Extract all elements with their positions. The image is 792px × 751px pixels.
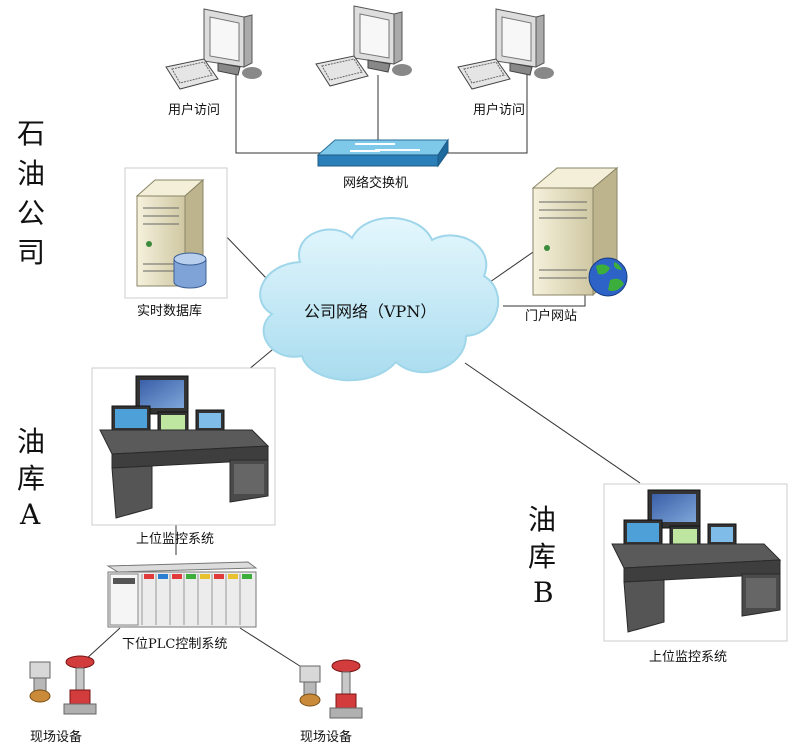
link-db-cloud [221, 231, 269, 281]
user-access-label-2: 用户访问 [473, 102, 525, 118]
database-cylinder-icon [173, 252, 207, 289]
switch-label: 网络交换机 [343, 175, 408, 191]
region-char: 石 [17, 117, 45, 150]
desktop-computer-icon [165, 8, 262, 90]
region-char: 库 [17, 462, 45, 495]
network-switch-icon [316, 138, 449, 168]
region-char: 公 [17, 197, 45, 230]
desktop-computer-icon [457, 8, 554, 90]
realtime-db-label: 实时数据库 [137, 303, 202, 319]
region-char: 司 [17, 236, 45, 269]
link-cloud-scada-b [464, 362, 641, 484]
region-char: B [533, 576, 554, 609]
control-valve-icon [299, 659, 363, 719]
cloud-network-icon [259, 217, 500, 382]
server-tower-icon [531, 166, 619, 297]
link-portal-cloud [489, 249, 537, 283]
field-device-label-1: 现场设备 [30, 729, 82, 745]
control-valve-icon [29, 655, 97, 715]
plc-label: 下位PLC控制系统 [122, 637, 227, 652]
portal-label: 门户网站 [525, 308, 577, 324]
desktop-computer-icon [315, 5, 412, 87]
cloud-label: 公司网络（VPN） [304, 302, 436, 321]
region-char: 库 [528, 540, 556, 573]
scada-b-label: 上位监控系统 [649, 650, 727, 665]
globe-icon [588, 257, 628, 297]
region-label-depot-b: 油 库 B [528, 503, 556, 609]
region-label-depot-a: 油 库 A [17, 425, 45, 531]
scada-a-label: 上位监控系统 [136, 532, 214, 547]
control-console-icon [91, 367, 276, 526]
region-char: A [19, 498, 41, 531]
region-char: 油 [17, 157, 45, 190]
region-char: 油 [17, 425, 45, 458]
user-access-label-1: 用户访问 [168, 102, 220, 118]
link-pc1-switch [235, 68, 320, 154]
plc-rack-icon [106, 561, 258, 628]
control-console-icon [603, 483, 788, 642]
field-device-label-2: 现场设备 [300, 729, 352, 745]
link-plc-field2 [239, 627, 304, 669]
link-pc3-switch [445, 68, 528, 154]
region-char: 油 [528, 503, 556, 536]
link-plc-field1 [84, 627, 121, 661]
region-label-company: 石 油 公 司 [17, 117, 45, 269]
